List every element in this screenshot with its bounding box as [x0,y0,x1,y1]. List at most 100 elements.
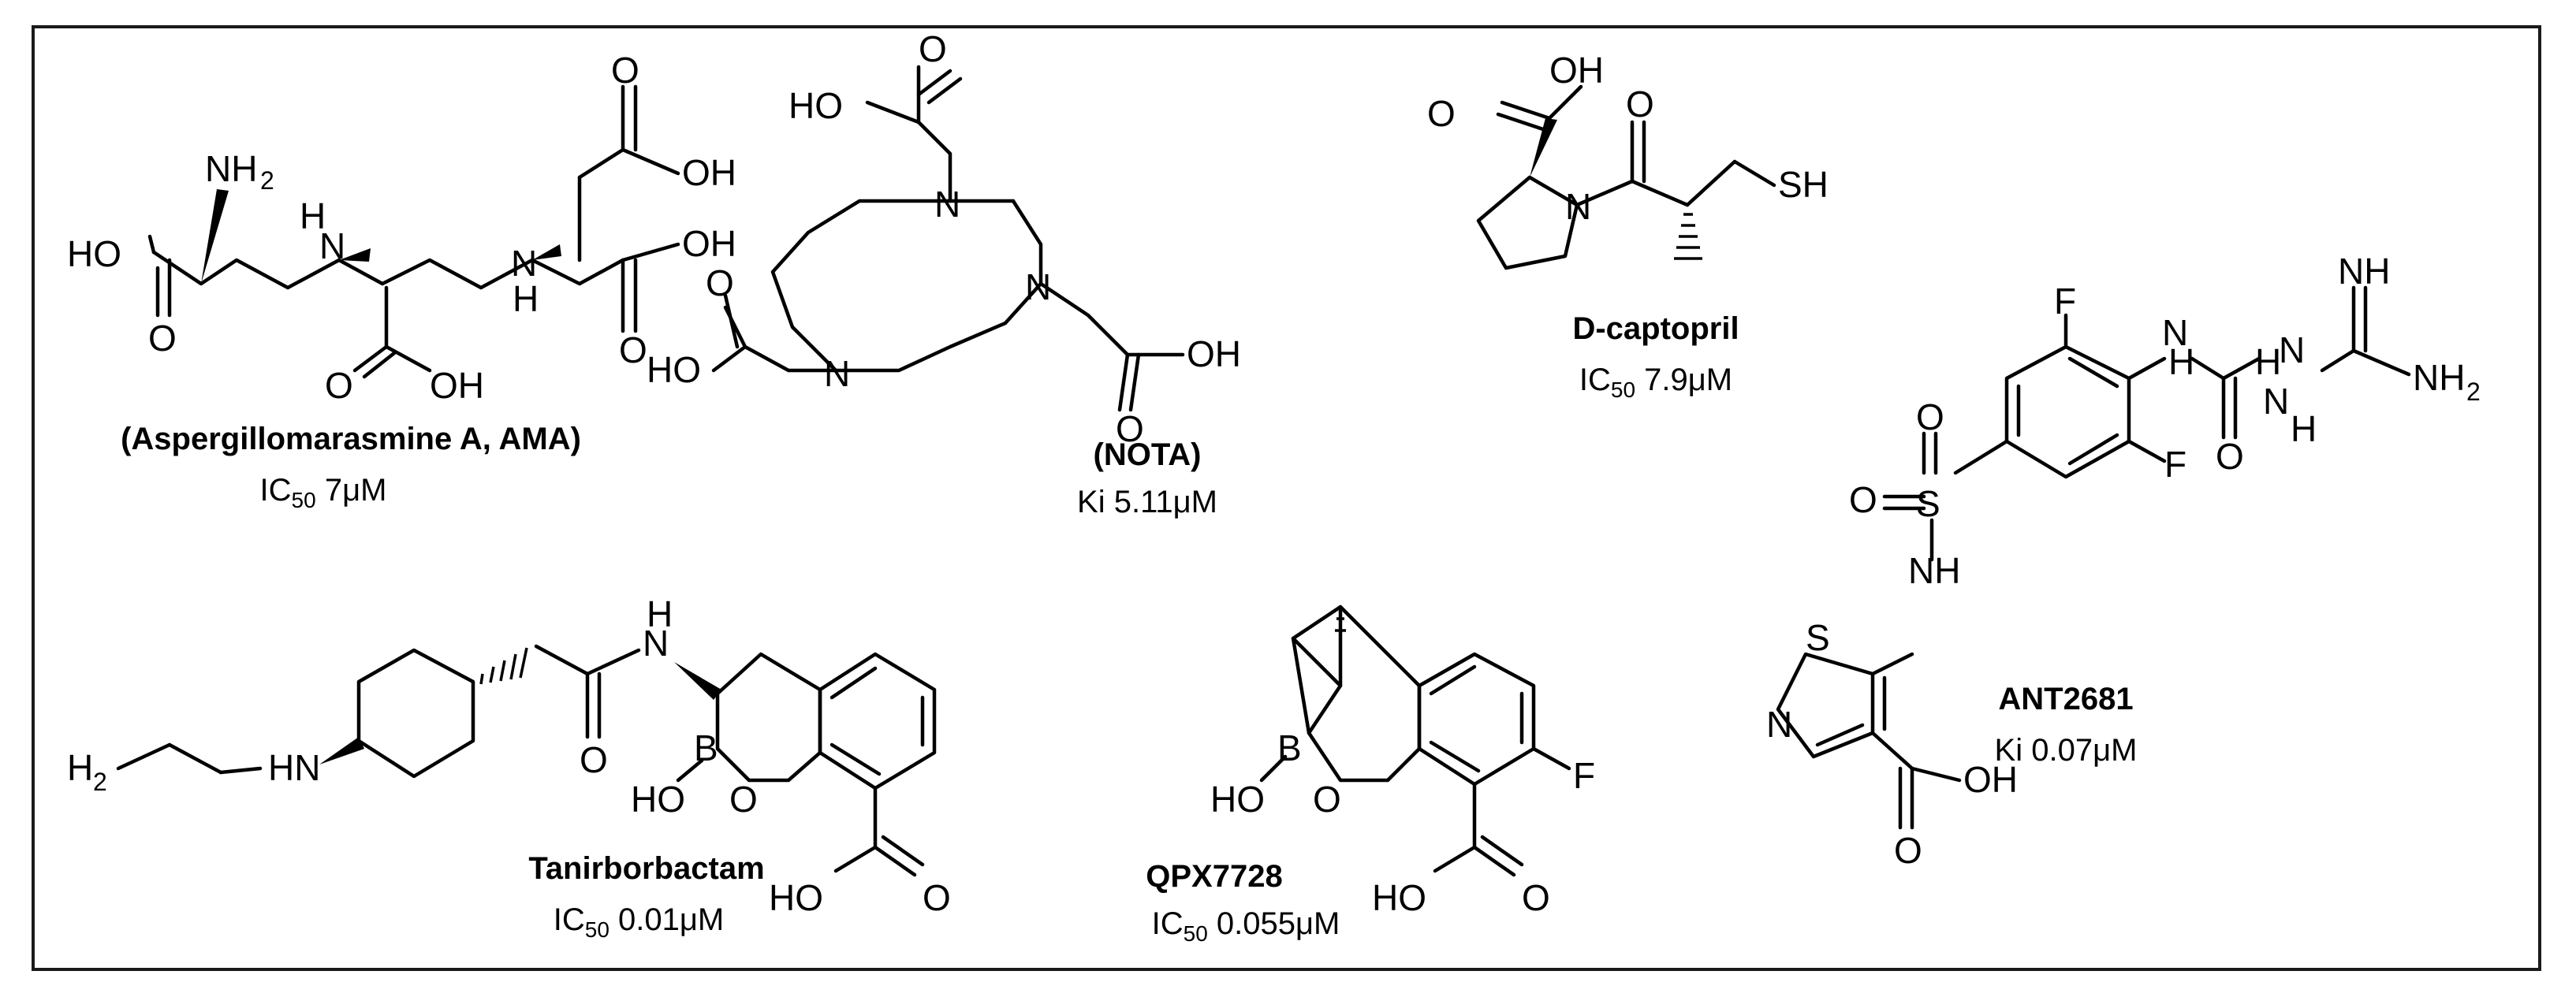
atom-label: H [513,278,539,319]
structure-captopril: O OH N O SH [1427,50,1829,270]
atom-label: H [647,593,673,634]
activity-label: IC [553,902,585,937]
atom-label: B [1277,727,1302,768]
atom-label: O [1313,779,1341,820]
atom-label: HO [769,877,823,918]
atom-label: 2 [93,768,107,796]
structure-qpx7728: B HO O F HO O [1210,605,1595,918]
compound-activity-ant2681: Ki 0.07μM [1995,733,2138,768]
atom-label: OH [1963,759,2018,800]
atom-label: HO [631,779,685,820]
atom-label: O [2216,436,2244,477]
atom-label: HO [1372,877,1426,918]
atom-label: OH [1549,50,1604,91]
atom-label: HO [1210,779,1265,820]
atom-label: O [1626,84,1654,125]
atom-label: HO [67,233,121,274]
atom-label: OH [1187,333,1241,374]
atom-label: O [729,779,758,820]
atom-label: NH [2338,251,2390,292]
atom-label: O [1849,479,1877,520]
atom-label: O [1427,93,1456,134]
activity-subscript: 50 [584,917,610,942]
activity-label: Ki [1077,485,1105,519]
atom-label: SH [1778,164,1829,205]
atom-label: B [694,727,718,768]
atom-label: N [2279,329,2305,370]
compound-activity-nota: Ki 5.11μM [1077,485,1217,519]
atom-label: N [2162,312,2188,353]
atom-label: O [611,50,639,91]
atom-label: O [148,318,177,359]
atom-label: O [1894,830,1922,871]
structure-ama: HO O NH 2 N H O OH N H O OH OH O [67,50,736,406]
atom-label: OH [682,223,736,264]
atom-label: N [643,623,669,664]
activity-value: 0.01μM [618,902,725,937]
atom-label: H [2255,341,2281,382]
compound-activity-tanirborbactam: IC50 0.01μM [554,902,725,943]
atom-label: N [2263,381,2289,422]
atom-label: N [1025,266,1051,307]
atom-label: HO [647,349,701,390]
activity-label: IC [259,473,292,508]
atom-label: S [1916,483,1940,524]
atom-label: OH [682,152,736,193]
atom-label: N [824,353,850,394]
atom-label: NH [1908,550,1960,591]
compound-name-qpx7728: QPX7728 [1146,859,1283,894]
activity-value: 7.9μM [1644,363,1733,397]
structure-nota: O HO N N N O HO OH O [647,28,1241,449]
figure-frame [32,25,2541,971]
compound-activity-ama: IC50 7μM [260,473,387,513]
atom-label: O [580,739,608,780]
structure-tanirborbactam: H 2 HN O N H B HO O HO O [67,593,951,918]
atom-label: O [1916,396,1944,437]
atom-label: N [934,184,960,225]
compound-name-nota: (NOTA) [1093,437,1202,472]
atom-label: O [923,877,951,918]
atom-label: O [1116,408,1144,449]
compound-activity-qpx7728: IC50 0.055μM [1152,906,1340,947]
activity-label: Ki [1994,733,2023,768]
atom-label: O [706,262,734,303]
atom-label: 2 [260,166,274,195]
atom-label: H [67,747,93,788]
activity-value: 7μM [324,473,387,508]
activity-subscript: 50 [1610,378,1636,402]
atom-label: NH [205,148,257,189]
atom-label: O [1522,877,1550,918]
activity-value: 5.11μM [1113,485,1217,519]
atom-label: F [2164,444,2186,485]
atom-label: F [1573,755,1595,796]
atom-label: N [511,243,537,284]
activity-label: IC [1579,363,1611,397]
atom-label: S [1806,617,1830,658]
atom-label: H [2168,341,2194,382]
compound-name-captopril: D-captopril [1572,311,1739,346]
structure-ant2681: F H N O H N N H NH NH 2 F O O S NH S N O… [1766,251,2481,871]
activity-label: IC [1151,906,1184,941]
compound-activity-captopril: IC50 7.9μM [1579,363,1732,403]
atom-label: H [2291,408,2317,449]
atom-label: N [1565,186,1591,227]
atom-label: H [300,195,326,236]
atom-label: N [1766,704,1792,745]
atom-label: F [2054,281,2076,322]
activity-value: 0.055μM [1216,906,1340,941]
atom-label: HN [268,747,320,788]
compound-name-ant2681: ANT2681 [1998,682,2134,716]
activity-subscript: 50 [1183,921,1208,946]
atom-label: NH [2413,357,2465,398]
compound-name-ama: (Aspergillomarasmine A, AMA) [121,422,581,456]
activity-subscript: 50 [291,488,316,512]
atom-label: O [619,329,647,370]
activity-value: 0.07μM [2031,733,2138,768]
atom-label: HO [788,85,843,126]
atom-label: N [319,225,345,266]
atom-label: O [325,365,353,406]
atom-label: O [919,28,947,69]
compound-name-tanirborbactam: Tanirborbactam [528,851,765,886]
atom-label: 2 [2466,378,2481,406]
